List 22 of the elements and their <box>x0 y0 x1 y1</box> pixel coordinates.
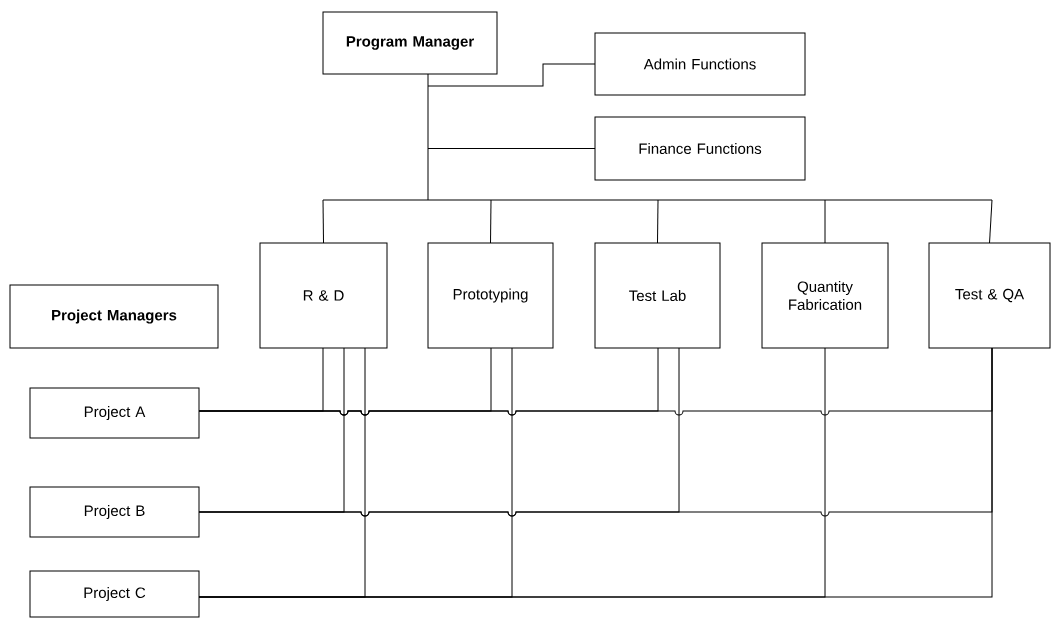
connector-line <box>490 199 492 244</box>
department-box: Prototyping <box>427 242 554 349</box>
connector-line <box>427 73 429 201</box>
connector-line <box>427 148 596 149</box>
connector-line <box>322 199 324 244</box>
department-box: R & D <box>259 242 388 349</box>
project-box: Project C <box>29 570 200 618</box>
manager-box: Program Manager <box>322 11 498 75</box>
function-box: Finance Functions <box>594 116 806 181</box>
project-box: Project B <box>29 486 200 538</box>
connector-line <box>989 199 993 244</box>
project-box: Project A <box>29 387 200 439</box>
connector-line <box>657 199 659 244</box>
department-box: Quantity Fabrication <box>761 242 889 349</box>
heading-box: Project Managers <box>9 284 219 349</box>
connector-line <box>427 63 596 87</box>
department-box: Test Lab <box>594 242 721 349</box>
function-box: Admin Functions <box>594 32 806 96</box>
connector-line <box>322 199 993 201</box>
department-box: Test & QA <box>928 242 1051 349</box>
connector-line <box>824 199 826 244</box>
connector-line <box>198 347 993 598</box>
